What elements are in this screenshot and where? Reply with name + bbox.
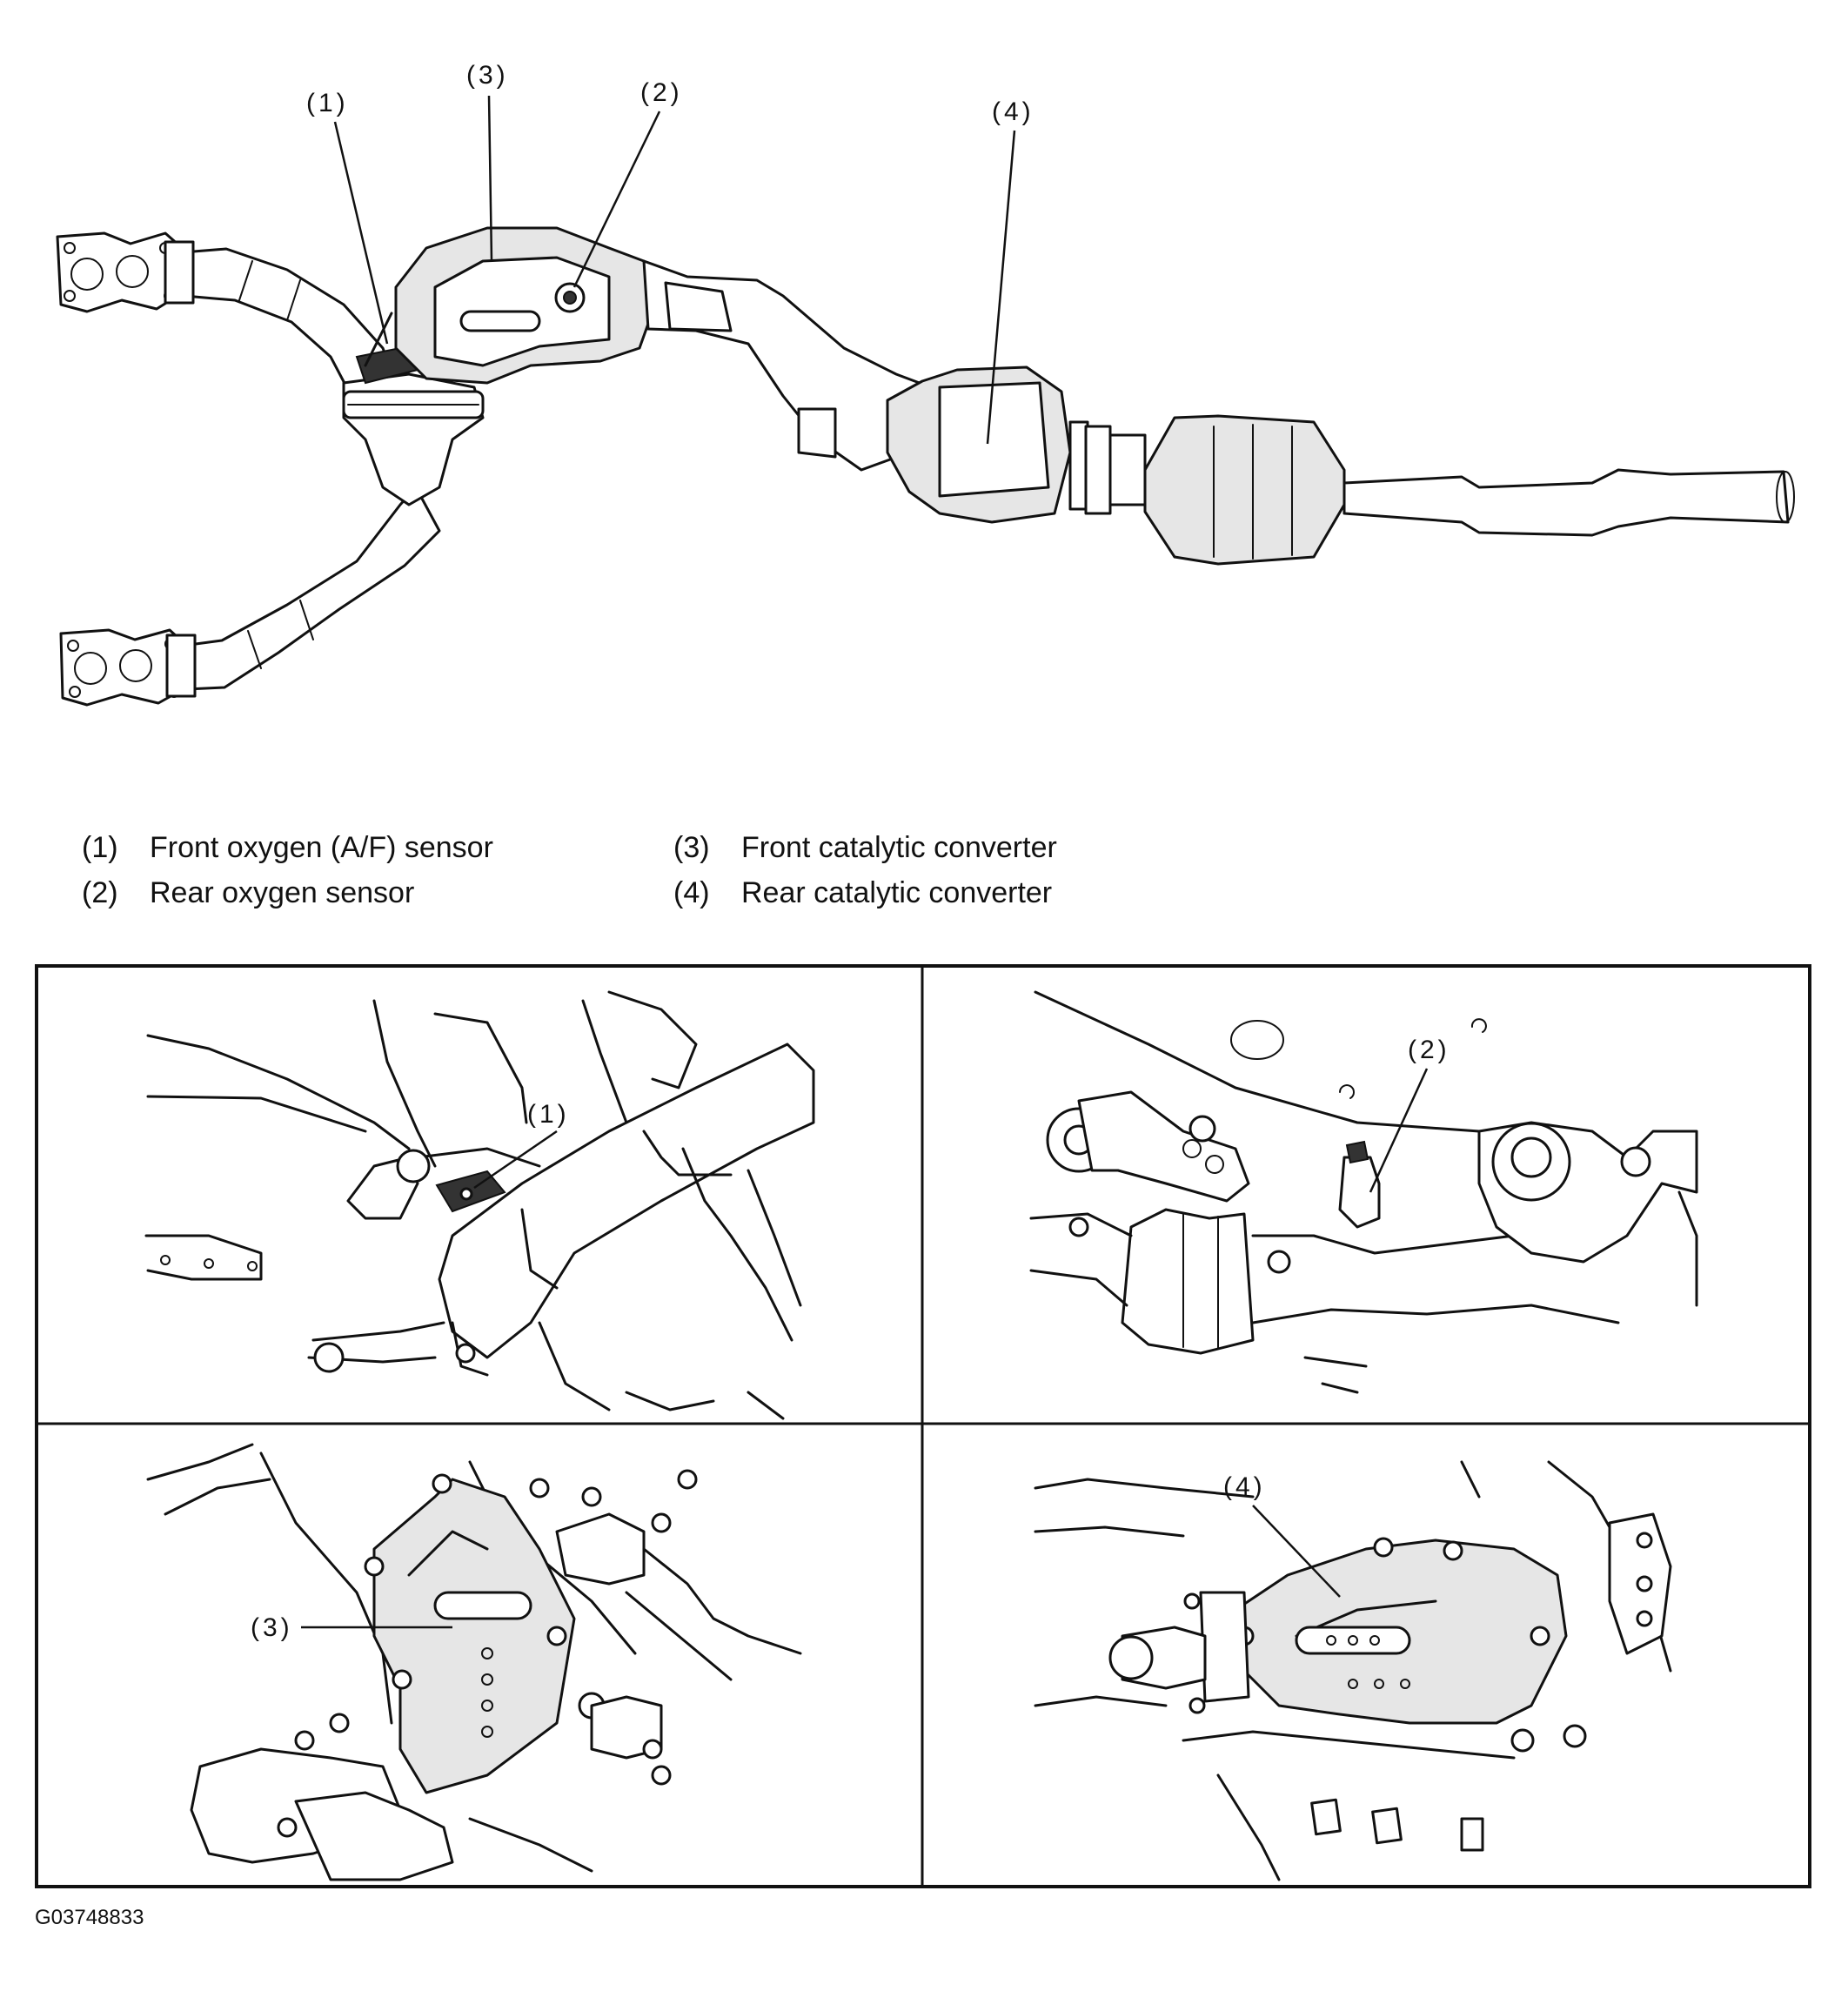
legend-number: (1) bbox=[82, 831, 118, 864]
front-catalytic-converter-body bbox=[394, 226, 663, 385]
legend-label: Rear oxygen sensor bbox=[150, 876, 415, 909]
legend-number: (2) bbox=[82, 876, 118, 909]
panel-front-catalytic-converter: (3) bbox=[146, 1443, 802, 1881]
muffler-body bbox=[1143, 414, 1346, 566]
leader-3-top bbox=[487, 95, 493, 262]
tail-pipe bbox=[1342, 468, 1795, 537]
legend-label: Front catalytic converter bbox=[741, 831, 1057, 864]
callout-1-top: (1) bbox=[306, 89, 349, 117]
legend-label: Rear catalytic converter bbox=[741, 876, 1053, 909]
legend-right-column: (3) Front catalytic converter (4) Rear cat… bbox=[673, 825, 1057, 915]
callout-4-panel: (4) bbox=[1223, 1472, 1266, 1501]
callout-1-panel: (1) bbox=[527, 1100, 570, 1129]
figure-id: G03748833 bbox=[35, 1906, 144, 1929]
legend-item: (3) Front catalytic converter bbox=[673, 825, 1057, 870]
legend-left-column: (1) Front oxygen (A/F) sensor (2) Rear oxy… bbox=[82, 825, 493, 915]
legend-number: (3) bbox=[673, 831, 710, 864]
lower-front-pipe bbox=[165, 486, 441, 698]
callout-3-panel: (3) bbox=[251, 1613, 293, 1642]
rear-catalytic-converter-body bbox=[886, 365, 1147, 524]
legend-item: (4) Rear catalytic converter bbox=[673, 870, 1057, 915]
legend-item: (1) Front oxygen (A/F) sensor bbox=[82, 825, 493, 870]
leader-2-top bbox=[572, 111, 661, 288]
legend-number: (4) bbox=[673, 876, 710, 909]
callout-2-panel: (2) bbox=[1408, 1036, 1450, 1064]
leader-1-panel bbox=[473, 1130, 558, 1190]
leader-1-top bbox=[333, 121, 389, 345]
legend-item: (2) Rear oxygen sensor bbox=[82, 870, 493, 915]
leader-2-panel bbox=[1369, 1068, 1429, 1193]
y-junction bbox=[342, 372, 485, 506]
panel-rear-oxygen-sensor: (2) bbox=[1029, 990, 1698, 1394]
leader-4-panel bbox=[1252, 1505, 1341, 1598]
panel-rear-catalytic-converter: (4) bbox=[1034, 1460, 1672, 1881]
exhaust-system-overview: (1) (3) (2) (4) bbox=[56, 61, 1795, 707]
leader-4-top bbox=[986, 130, 1016, 445]
callout-2-top: (2) bbox=[640, 78, 683, 107]
callout-4-top: (4) bbox=[992, 97, 1034, 126]
panel-front-oxygen-sensor: (1) bbox=[144, 990, 815, 1420]
legend-label: Front oxygen (A/F) sensor bbox=[150, 831, 493, 864]
callout-3-top: (3) bbox=[466, 61, 509, 90]
